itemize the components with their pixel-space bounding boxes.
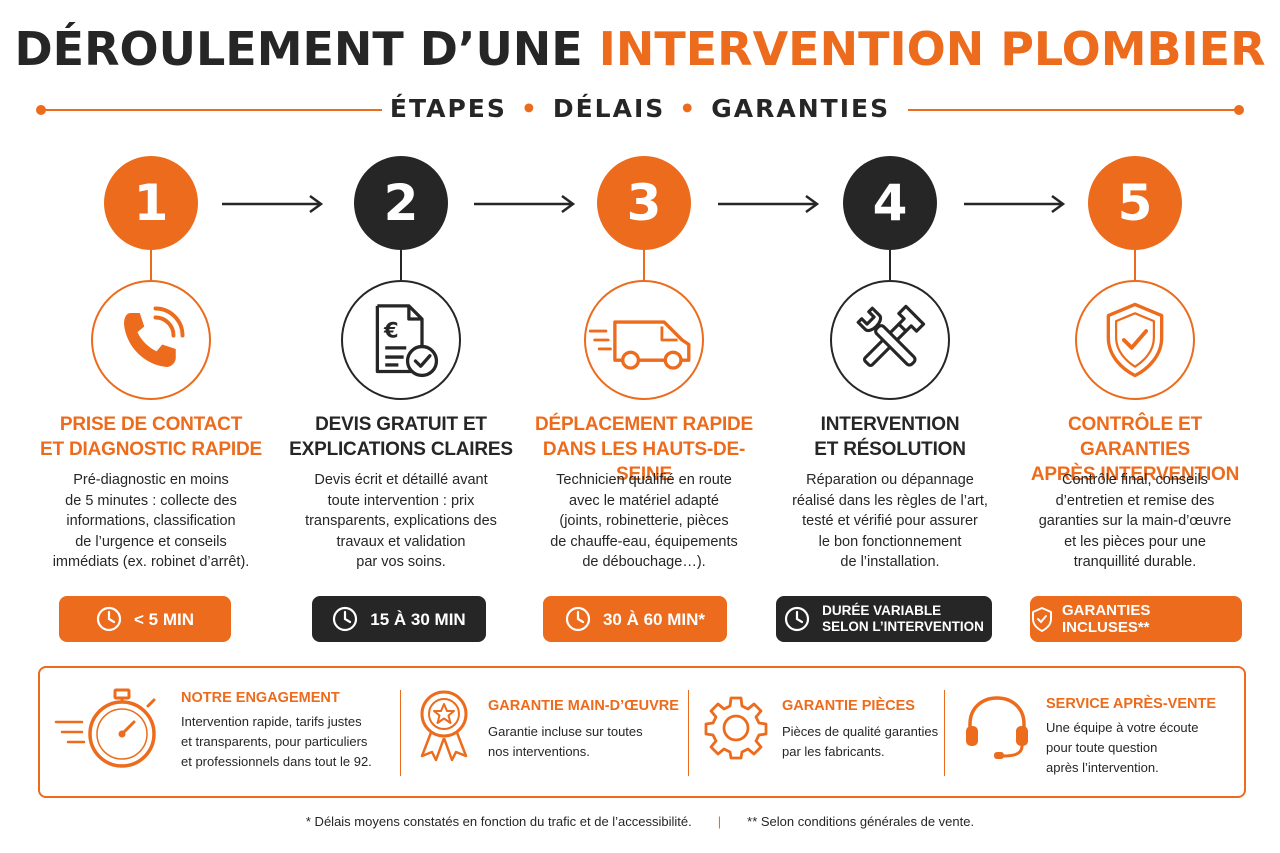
stopwatch-icon: [54, 688, 156, 768]
engagement-item: GARANTIE PIÈCES Pièces de qualité garant…: [688, 668, 944, 796]
step-icon-circle: [1075, 280, 1195, 400]
step-icon-circle: [91, 280, 211, 400]
subtitle: ÉTAPES • DÉLAIS • GARANTIES: [36, 94, 1244, 123]
engagement-title: GARANTIE PIÈCES: [782, 698, 915, 714]
step-duration-badge: 15 À 30 MIN: [312, 596, 486, 642]
step-4: 4 INTERVENTION ET RÉSOLUTION Réparation …: [768, 156, 1012, 646]
award-ribbon-icon: [420, 690, 468, 762]
footnote-delais: * Délais moyens constatés en fonction du…: [305, 814, 692, 829]
footnote-conditions: ** Selon conditions générales de vente.: [747, 814, 975, 829]
engagement-title: NOTRE ENGAGEMENT: [181, 690, 340, 706]
arrow-right-icon: [474, 194, 576, 214]
step-5: 5 CONTRÔLE ET GARANTIES APRÈS INTERVENTI…: [1013, 156, 1257, 646]
step-number: 5: [1088, 156, 1182, 250]
divider: [400, 690, 401, 776]
engagement-description: Garantie incluse sur toutes nos interven…: [488, 724, 643, 759]
subtitle-separator-dot: •: [520, 94, 539, 123]
svg-text:€: €: [383, 318, 399, 342]
van-icon: [588, 320, 691, 370]
badge-label: DURÉE VARIABLE SELON L’INTERVENTION: [822, 603, 984, 634]
step-number: 4: [843, 156, 937, 250]
step-2: 2 € DEVIS GRATUIT ET EXPLICATIONS CLAIRE…: [279, 156, 523, 646]
clock-icon: [565, 606, 591, 632]
page-title: DÉROULEMENT D’UNE INTERVENTION PLOMBIER: [0, 22, 1280, 76]
step-icon-circle: [830, 280, 950, 400]
subtitle-dot-right: [1234, 105, 1244, 115]
shield-check-icon: [1106, 302, 1164, 378]
badge-label: GARANTIES INCLUSES**: [1062, 602, 1151, 636]
badge-label: < 5 MIN: [134, 609, 194, 629]
engagement-item: NOTRE ENGAGEMENT Intervention rapide, ta…: [40, 668, 400, 796]
subtitle-row: ÉTAPES • DÉLAIS • GARANTIES: [36, 92, 1244, 128]
engagement-item: SERVICE APRÈS-VENTE Une équipe à votre é…: [944, 668, 1244, 796]
badge-label: 15 À 30 MIN: [370, 609, 466, 629]
subtitle-etapes: ÉTAPES: [389, 94, 507, 123]
step-description: Devis écrit et détaillé avant toute inte…: [305, 472, 497, 570]
subtitle-separator-dot: •: [679, 94, 698, 123]
tools-icon: [856, 304, 926, 368]
engagement-box: NOTRE ENGAGEMENT Intervention rapide, ta…: [38, 666, 1246, 798]
step-duration-badge: 30 À 60 MIN*: [543, 596, 727, 642]
clock-icon: [96, 606, 122, 632]
step-description: Technicien qualifié en route avec le mat…: [550, 472, 738, 570]
engagement-description: Intervention rapide, tarifs justes et tr…: [181, 714, 372, 769]
step-description: Pré-diagnostic en moins de 5 minutes : c…: [52, 472, 250, 570]
subtitle-garanties: GARANTIES: [711, 94, 891, 123]
subtitle-line-left: [42, 109, 382, 111]
arrow-right-icon: [718, 194, 820, 214]
subtitle-line-right: [908, 109, 1238, 111]
step-title: PRISE DE CONTACT ET DIAGNOSTIC RAPIDE: [40, 414, 262, 460]
engagement-title: SERVICE APRÈS-VENTE: [1046, 696, 1217, 712]
step-description: Contrôle final, conseils d’entretien et …: [1038, 472, 1232, 570]
clock-icon: [333, 606, 358, 632]
step-connector: [400, 250, 402, 280]
arrow-right-icon: [964, 194, 1066, 214]
subtitle-delais: DÉLAIS: [552, 94, 666, 123]
step-icon-circle: [584, 280, 704, 400]
step-title: DÉPLACEMENT RAPIDE DANS LES HAUTS-DE-SEI…: [534, 414, 754, 485]
step-3: 3 DÉPLACEMENT RAPIDE DANS LES HAUTS-DE-S…: [522, 156, 766, 646]
shield-check-icon: [1032, 607, 1052, 632]
step-number: 3: [597, 156, 691, 250]
step-number: 1: [104, 156, 198, 250]
quote-document-icon: €: [375, 304, 439, 378]
step-duration-badge: GARANTIES INCLUSES**: [1030, 596, 1242, 642]
footnote-separator: |: [717, 814, 722, 829]
gear-icon: [704, 696, 768, 760]
step-duration-badge: < 5 MIN: [59, 596, 231, 642]
step-title: CONTRÔLE ET GARANTIES APRÈS INTERVENTION: [1030, 414, 1240, 485]
engagement-description: Pièces de qualité garanties par les fabr…: [782, 724, 939, 759]
step-1: 1 PRISE DE CONTACT ET DIAGNOSTIC RAPIDE …: [29, 156, 273, 646]
step-icon-circle: €: [341, 280, 461, 400]
badge-label: 30 À 60 MIN*: [602, 609, 706, 629]
clock-icon: [785, 606, 810, 632]
title-part-1: DÉROULEMENT D’UNE: [14, 22, 583, 76]
step-connector: [1134, 250, 1136, 280]
engagement-description: Une équipe à votre écoute pour toute que…: [1046, 720, 1199, 775]
divider: [944, 690, 945, 776]
step-description: Réparation ou dépannage réalisé dans les…: [792, 472, 988, 570]
step-connector: [150, 250, 152, 280]
arrow-right-icon: [222, 194, 324, 214]
step-title: DEVIS GRATUIT ET EXPLICATIONS CLAIRES: [289, 414, 513, 460]
step-duration-badge: DURÉE VARIABLE SELON L’INTERVENTION: [776, 596, 992, 642]
title-part-2: INTERVENTION PLOMBIER: [598, 22, 1266, 76]
footnotes: * Délais moyens constatés en fonction du…: [0, 814, 1280, 829]
subtitle-dot-left: [36, 105, 46, 115]
engagement-item: GARANTIE MAIN-D’ŒUVRE Garantie incluse s…: [400, 668, 688, 796]
divider: [688, 690, 689, 776]
step-connector: [643, 250, 645, 280]
step-connector: [889, 250, 891, 280]
phone-icon: [124, 306, 185, 367]
step-number: 2: [354, 156, 448, 250]
headset-icon: [966, 696, 1028, 759]
step-title: INTERVENTION ET RÉSOLUTION: [814, 414, 966, 460]
engagement-title: GARANTIE MAIN-D’ŒUVRE: [488, 698, 679, 714]
